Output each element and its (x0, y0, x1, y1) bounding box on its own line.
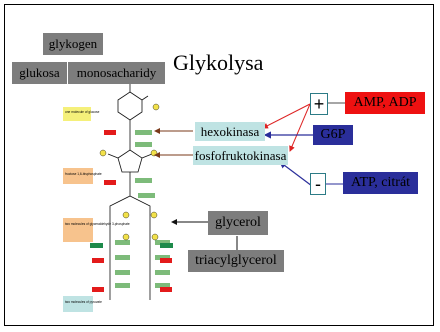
step-8-tag (115, 270, 130, 275)
triacylglycerol-box: triacylglycerol (188, 250, 284, 272)
atp-tag-2 (104, 180, 116, 185)
pyruvate-note-text: two molecules of pyruvate (65, 300, 102, 304)
fbp-note-text: fructose 1,6-bisphosphate (65, 172, 102, 176)
activators-box: AMP, ADP (345, 92, 425, 114)
cofactor-tags (90, 130, 173, 292)
atp-tag-5 (92, 287, 104, 292)
branch-left (109, 195, 131, 300)
activation-arrow-hexokinasa (262, 103, 311, 129)
hexokinasa-label: hexokinasa (195, 122, 265, 141)
step-8b-tag (155, 270, 170, 275)
glucose-note-box (63, 107, 91, 121)
step-7b-tag (155, 255, 170, 260)
step-9-tag (115, 283, 130, 288)
atp-tag-1 (104, 130, 116, 135)
g3p-note-box (63, 218, 93, 242)
nadh-tag-right (160, 243, 173, 248)
minus-sign: - (310, 173, 326, 195)
step-7-tag (115, 255, 130, 260)
activation-arrow-pfk (289, 103, 311, 152)
glukosa-box: glukosa (12, 62, 67, 84)
atp-tag-4 (160, 258, 172, 263)
step-4-tag (138, 193, 155, 198)
fructose-structure (107, 149, 153, 173)
step-6b-tag (155, 240, 170, 245)
pathway-annotations: one molecule of glucose fructose 1,6-bis… (63, 107, 130, 312)
glykogen-box: glykogen (43, 33, 103, 55)
monosacharidy-box: monosacharidy (68, 62, 165, 84)
glycerol-box: glycerol (208, 211, 268, 235)
step-2-tag (135, 142, 152, 147)
inhibitors-box: ATP, citrát (343, 172, 418, 194)
atp-tag-3 (92, 258, 104, 263)
atp-tag-6 (160, 287, 172, 292)
step-labels (115, 130, 170, 288)
g3p-note-text: two molecules of glyceraldehyde 3-phosph… (65, 222, 130, 226)
plus-sign: + (310, 93, 328, 115)
slide-frame (4, 4, 434, 326)
step-9b-tag (155, 283, 170, 288)
step-3-tag (135, 178, 152, 183)
nadh-tag-left (90, 243, 103, 248)
phosphate-markers (99, 103, 160, 241)
minus-inhibition-arrow (279, 161, 313, 187)
step-6-tag (115, 240, 130, 245)
g6p-box: G6P (313, 125, 353, 145)
fosfofruktokinasa-label: fosfofruktokinasa (193, 146, 288, 165)
branch-right (129, 195, 151, 300)
glucose-note-text: one molecule of glucose (65, 110, 100, 114)
pyruvate-note-box (63, 296, 93, 312)
page-title: Glykolysa (173, 50, 264, 75)
glucose-structure (117, 84, 149, 121)
fbp-note-box (63, 168, 93, 184)
step-1-tag (135, 130, 152, 135)
